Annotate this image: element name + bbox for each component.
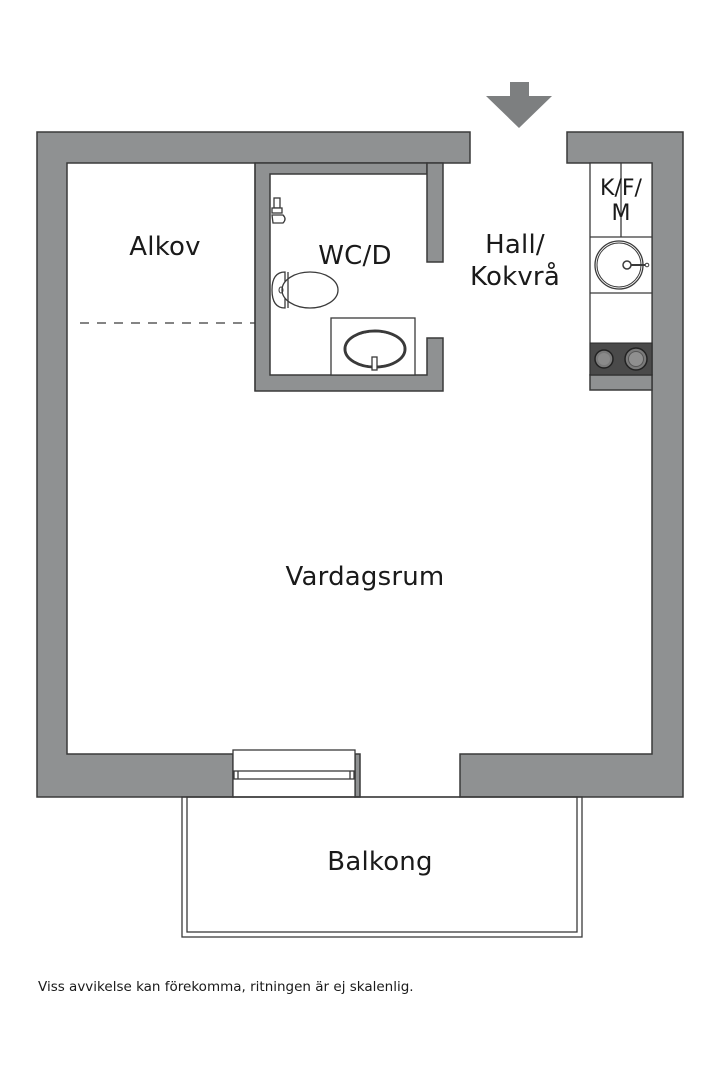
room-label-wc: WC/D — [318, 241, 392, 271]
toilet-icon — [271, 271, 339, 309]
room-label-balkong: Balkong — [327, 847, 433, 877]
kitchen-sink-icon — [594, 240, 650, 290]
entrance-arrow-icon — [486, 82, 552, 128]
wc-walls — [254, 162, 444, 392]
room-label-hall: Hall/ Kokvrå — [455, 229, 575, 293]
room-label-vardagsrum: Vardagsrum — [285, 562, 445, 592]
kfm-label-line1: K/F/ — [600, 176, 642, 201]
shower-icon — [271, 197, 286, 224]
room-label-alkov: Alkov — [129, 232, 201, 262]
room-label-kfm: K/F/ M — [590, 176, 652, 226]
disclaimer-text: Viss avvikelse kan förekomma, ritningen … — [38, 979, 414, 995]
hall-label-line2: Kokvrå — [470, 262, 560, 292]
balcony-outline — [181, 796, 583, 938]
hall-label-line1: Hall/ — [485, 230, 545, 260]
wc-sink-icon — [330, 317, 416, 376]
stove-icon — [589, 342, 653, 376]
balcony-door — [232, 749, 356, 798]
kfm-label-line2: M — [611, 201, 631, 226]
